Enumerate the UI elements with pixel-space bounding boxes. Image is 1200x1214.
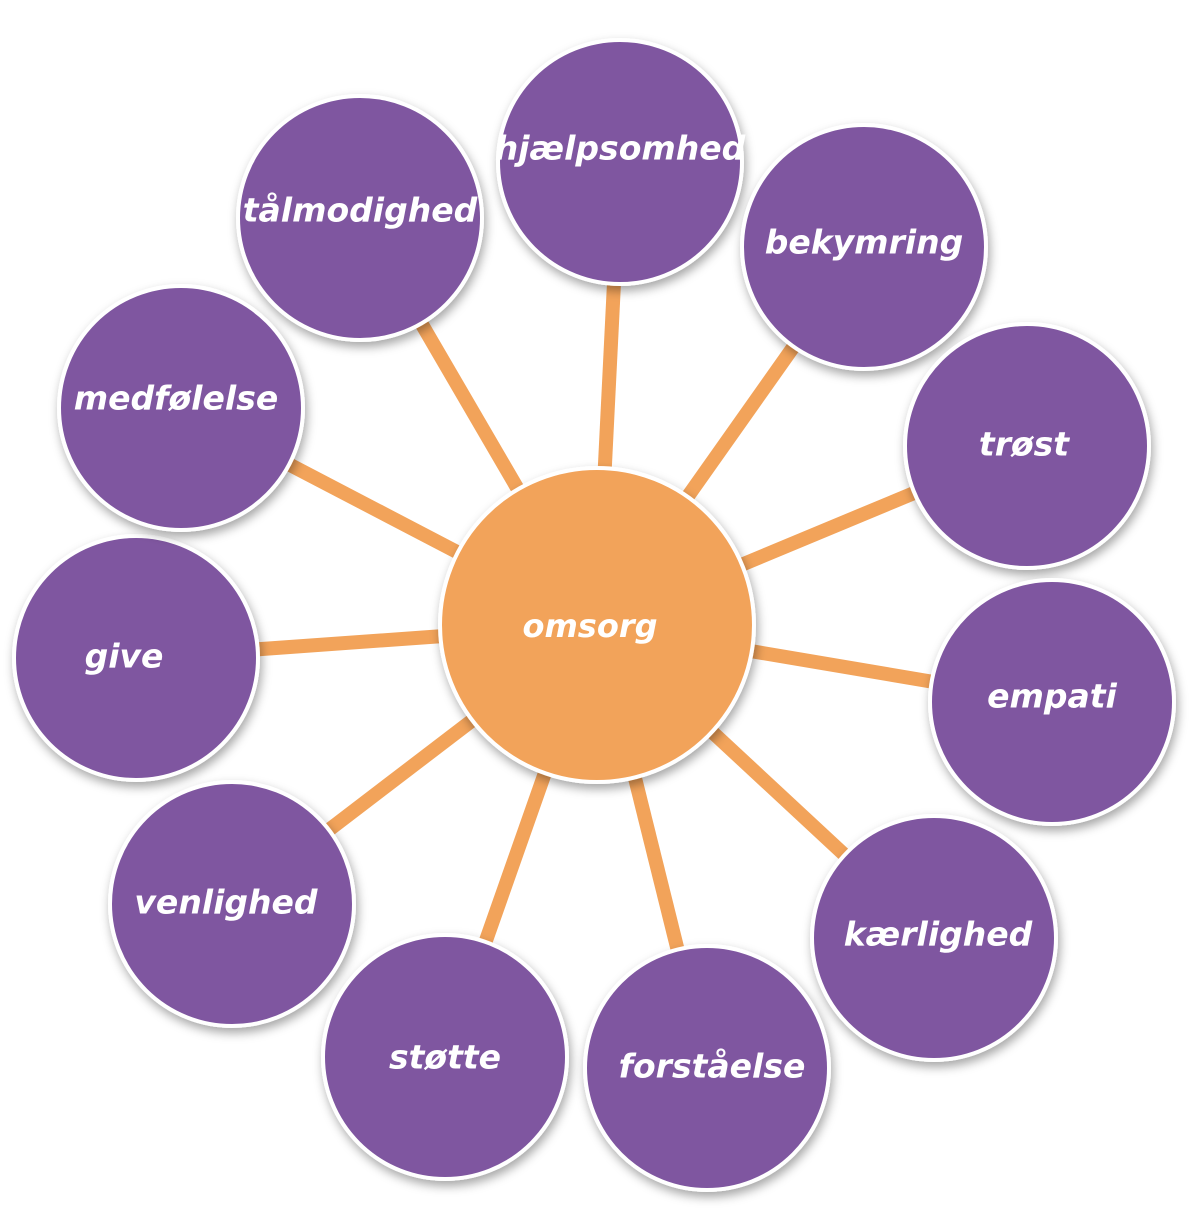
concept-node-circle [236, 94, 484, 342]
concept-node: kærlighed [810, 814, 1058, 1062]
concept-node-label: trøst [979, 425, 1070, 464]
concept-node-circle [903, 322, 1151, 570]
concept-node: hjælpsomhed [495, 38, 746, 286]
concept-node-label: venlighed [134, 883, 318, 922]
center-node-label: omsorg [522, 607, 657, 645]
concept-node-label: støtte [389, 1038, 501, 1077]
center-node-circle [438, 466, 756, 784]
concept-node: trøst [903, 322, 1151, 570]
concept-node: medfølelse [57, 284, 305, 532]
concept-nodes: hjælpsomhed bekymring trøst empati kærlighed… [12, 38, 1176, 1192]
concept-node-circle [810, 814, 1058, 1062]
concept-node-circle [496, 38, 744, 286]
concept-node-circle [57, 284, 305, 532]
concept-node-label: forståelse [619, 1047, 806, 1086]
concept-node-label: give [85, 637, 164, 676]
concept-node: give [12, 534, 260, 782]
concept-node: forståelse [583, 944, 831, 1192]
concept-node: bekymring [740, 123, 988, 371]
concept-node: empati [928, 578, 1176, 826]
concept-node: støtte [321, 933, 569, 1181]
concept-node-circle [928, 578, 1176, 826]
concept-node: venlighed [108, 780, 356, 1028]
concept-node-label: medfølelse [74, 379, 278, 418]
concept-node-circle [321, 933, 569, 1181]
concept-node-circle [108, 780, 356, 1028]
concept-node-label: kærlighed [844, 915, 1033, 954]
concept-node-label: tålmodighed [243, 191, 478, 230]
center-node: omsorg [438, 466, 756, 784]
concept-node-circle [740, 123, 988, 371]
concept-node-circle [12, 534, 260, 782]
concept-node-label: hjælpsomhed [495, 129, 746, 168]
concept-node-label: empati [987, 677, 1117, 716]
concept-node: tålmodighed [236, 94, 484, 342]
concept-node-circle [583, 944, 831, 1192]
concept-node-label: bekymring [765, 223, 964, 262]
